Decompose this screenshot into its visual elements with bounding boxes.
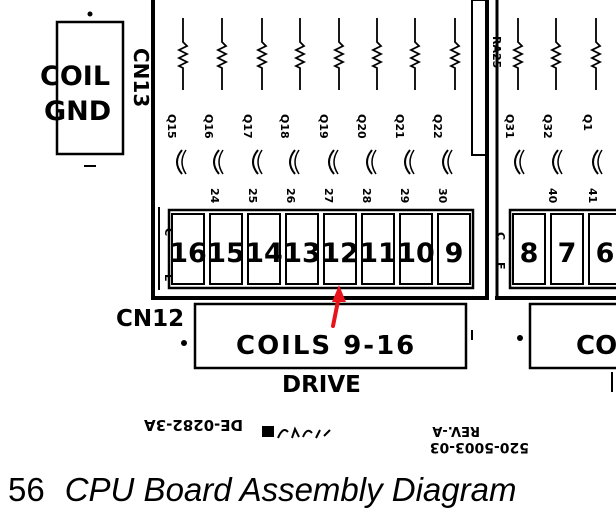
page-number: 56 <box>8 471 45 508</box>
mirrored-assembly-number: 520-5003-03 <box>430 439 529 455</box>
transistor-label: Q16 <box>202 114 215 139</box>
transistor: Q18 <box>278 114 300 175</box>
pin-number: 27 <box>322 188 335 203</box>
coil-cell-number: 11 <box>359 238 397 269</box>
coil-cell-number: 6 <box>596 238 615 269</box>
resistor <box>448 18 462 90</box>
resistor <box>293 18 307 90</box>
transistor-label: Q20 <box>355 114 368 139</box>
coil-cell-number: 10 <box>397 238 435 269</box>
transistor: Q31 <box>503 114 525 175</box>
resistor <box>255 18 269 90</box>
transistor: Q22 <box>431 114 453 175</box>
pin-number: 29 <box>398 188 411 203</box>
pin-number: 30 <box>436 188 449 204</box>
coil-cell <box>323 213 357 285</box>
drive-caption: DRIVE <box>282 372 361 398</box>
coil-cell <box>361 213 395 285</box>
transistor: Q17 <box>241 114 263 175</box>
resistor <box>215 18 229 90</box>
side-label-e: E <box>162 274 175 282</box>
coil-cell-number: 14 <box>245 238 283 269</box>
pin-1-dot <box>87 11 93 17</box>
next-connector-label: CO <box>576 331 616 361</box>
coil-cell <box>588 213 616 285</box>
resistor <box>408 18 422 90</box>
coil-cell <box>171 213 205 285</box>
resistor <box>589 18 603 90</box>
coil-cell <box>247 213 281 285</box>
mirrored-logo <box>262 426 331 439</box>
mirrored-revision: REV.-A <box>432 423 480 438</box>
transistor-label: Q18 <box>278 114 291 139</box>
next-drive-connector <box>528 302 616 370</box>
transistor: Q20 <box>355 114 377 175</box>
transistor-label: Q31 <box>503 114 516 139</box>
pin-number: 25 <box>246 188 259 203</box>
transistor: Q16 <box>202 114 224 175</box>
ra25-strip <box>471 0 489 156</box>
coil-cell-number: 9 <box>445 238 464 269</box>
transistor-label: Q17 <box>241 114 254 139</box>
next-connector-pin-dot <box>517 335 523 341</box>
transistor: Q21 <box>393 114 415 175</box>
pin-number: 28 <box>360 188 373 203</box>
transistor-label: Q22 <box>431 114 444 139</box>
drive-connector <box>193 302 468 370</box>
coil-cell-number: 15 <box>207 238 245 269</box>
resistor <box>370 18 384 90</box>
drive-connector-label: COILS 9-16 <box>236 331 416 361</box>
side-label-c: C <box>162 228 175 236</box>
coil-cell <box>399 213 433 285</box>
transistor-array: Q15 Q16 Q17 Q18 Q19 Q20 Q21 Q22 Q31 Q32 Q1 <box>165 114 603 175</box>
drive-pin-dot <box>181 340 187 346</box>
side-label-e-right: E <box>494 262 507 270</box>
coil-cell-number: 13 <box>283 238 321 269</box>
side-label-c-right: C <box>494 232 507 240</box>
pin-number: 40 <box>546 188 559 204</box>
transistor-label: Q32 <box>541 114 554 139</box>
transistor: Q19 <box>317 114 339 175</box>
coil-cell <box>550 213 584 285</box>
cn13-label: CN13 <box>129 48 153 107</box>
pin-number: 41 <box>586 188 599 203</box>
coil-cell-number: 12 <box>321 238 359 269</box>
mirrored-part-number: DE-0282-3A <box>144 416 243 434</box>
coil-cell-number: 8 <box>520 238 539 269</box>
coil-cell-number: 16 <box>169 238 207 269</box>
coil-cell <box>437 213 471 285</box>
coil-cell-number: 7 <box>558 238 577 269</box>
coil-cell <box>512 213 546 285</box>
marker-arrow <box>331 285 346 328</box>
coil-cell <box>285 213 319 285</box>
resistor <box>332 18 346 90</box>
gnd-label: GND <box>44 96 111 127</box>
transistor-label: Q21 <box>393 114 406 139</box>
page-title: CPU Board Assembly Diagram <box>64 471 517 508</box>
resistor <box>511 18 525 90</box>
coil-gnd-connector <box>55 20 125 156</box>
pin-number: 26 <box>284 188 297 204</box>
transistor: Q32 <box>541 114 563 175</box>
resistor-array <box>176 18 603 90</box>
cn12-label: CN12 <box>116 306 184 332</box>
resistor <box>549 18 563 90</box>
resistor <box>176 18 190 90</box>
transistor: Q1 <box>581 114 603 175</box>
transistor-label: Q19 <box>317 114 330 139</box>
coil-cell <box>209 213 243 285</box>
transistor: Q15 <box>165 114 187 175</box>
coil-label: COIL <box>40 61 110 92</box>
page-caption: 56 CPU Board Assembly Diagram <box>8 470 516 510</box>
transistor-label: Q15 <box>165 114 178 139</box>
transistor-label: Q1 <box>581 114 594 131</box>
pin-number: 24 <box>208 188 221 204</box>
